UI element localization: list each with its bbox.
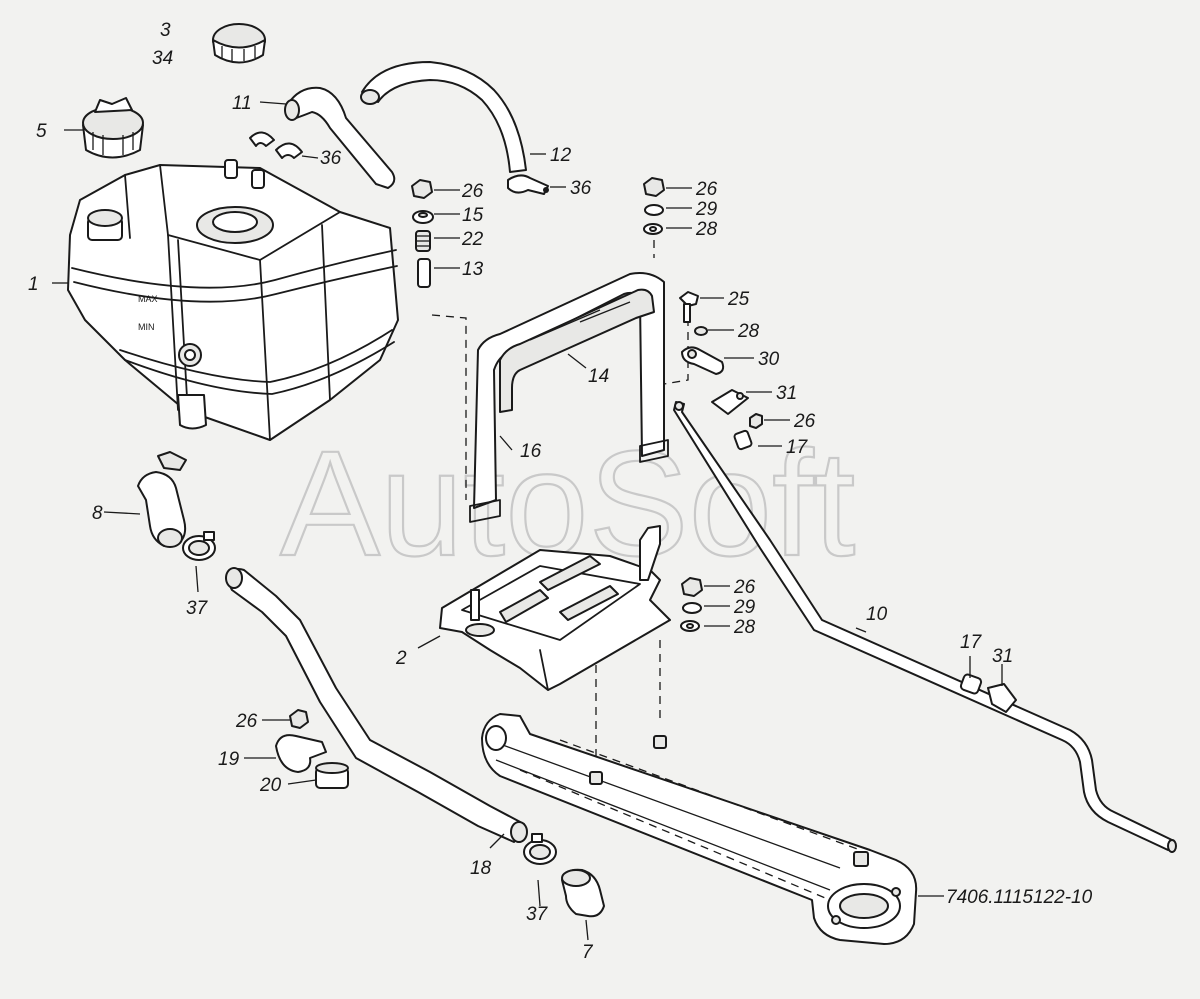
callout-25: 25 <box>727 289 750 310</box>
leader-lines <box>52 101 1003 941</box>
callout-14: 14 <box>588 366 609 387</box>
callout-10: 10 <box>866 604 888 625</box>
callout-37-b: 37 <box>526 904 549 925</box>
callout-pipe-number: 7406.1115122-10 <box>946 887 1093 908</box>
clamp-37-lower <box>523 833 557 865</box>
callout-36-left: 36 <box>320 148 342 169</box>
clip-31-upper <box>711 389 749 415</box>
callout-8: 8 <box>92 503 103 524</box>
pipe-18 <box>225 567 528 843</box>
callout-26-b: 26 <box>695 179 718 200</box>
hardware-stack-right-top <box>643 177 665 235</box>
clip-19 <box>275 734 327 773</box>
callout-12: 12 <box>550 145 572 166</box>
hardware-stack-right-mid <box>680 577 703 632</box>
washer-28-mid <box>694 326 708 336</box>
callout-16: 16 <box>520 441 542 462</box>
valve-cap-5 <box>82 97 144 159</box>
callout-20: 20 <box>259 775 282 796</box>
callout-11: 11 <box>232 93 252 114</box>
callout-17-b: 17 <box>960 632 983 653</box>
callout-31-a: 31 <box>776 383 797 404</box>
callout-18: 18 <box>470 858 492 879</box>
hose-12 <box>360 61 527 173</box>
callout-34: 34 <box>152 48 173 69</box>
hardware-stack-left <box>411 179 434 288</box>
callout-labels: 3 34 5 1 11 36 12 36 26 15 22 13 26 29 2… <box>28 20 1093 963</box>
callout-19: 19 <box>218 749 240 770</box>
bolt-25 <box>679 291 699 323</box>
callout-15: 15 <box>462 205 484 226</box>
guide-line-left <box>431 314 467 500</box>
callout-26-e: 26 <box>235 711 258 732</box>
callout-2: 2 <box>395 648 407 669</box>
bush-20 <box>315 762 349 789</box>
bush-17-lower <box>959 673 983 695</box>
callout-26-d: 26 <box>733 577 756 598</box>
callout-31-b: 31 <box>992 646 1013 667</box>
hose-8 <box>137 451 187 548</box>
callout-7: 7 <box>582 942 594 963</box>
sleeve-7 <box>561 868 605 918</box>
callout-17-a: 17 <box>786 437 809 458</box>
clamp-36-right <box>507 174 549 195</box>
callout-26-a: 26 <box>461 181 484 202</box>
callout-22: 22 <box>461 229 484 250</box>
callout-30: 30 <box>758 349 780 370</box>
callout-29-b: 29 <box>733 597 756 618</box>
callout-28-c: 28 <box>733 617 756 638</box>
terminal-30 <box>681 346 725 375</box>
clip-31-lower <box>987 683 1017 713</box>
bush-17-upper <box>733 429 753 451</box>
bracket-2 <box>439 525 671 691</box>
min-mark: MIN <box>138 322 155 332</box>
nut-26-lower <box>289 709 309 729</box>
tube-10 <box>673 401 1177 853</box>
filler-cap-3 <box>212 23 266 64</box>
hose-11 <box>284 86 396 189</box>
guide-line-right-mid <box>663 318 689 385</box>
callout-29-a: 29 <box>695 199 718 220</box>
callout-3: 3 <box>160 20 171 41</box>
max-mark: MAX <box>138 294 158 304</box>
strap-14 <box>499 288 655 413</box>
callout-1: 1 <box>28 274 39 295</box>
callout-13: 13 <box>462 259 484 280</box>
expansion-tank-1: MAX MIN <box>67 159 399 441</box>
callout-36-right: 36 <box>570 178 592 199</box>
nut-26-right <box>749 413 763 429</box>
callout-28-b: 28 <box>737 321 760 342</box>
clamp-37-upper <box>182 531 216 561</box>
clamps-36-left <box>249 131 303 159</box>
callout-26-c: 26 <box>793 411 816 432</box>
callout-37-a: 37 <box>186 598 209 619</box>
callout-28-a: 28 <box>695 219 718 240</box>
manifold-7406-1115122-10 <box>481 713 918 945</box>
callout-5: 5 <box>36 121 47 142</box>
